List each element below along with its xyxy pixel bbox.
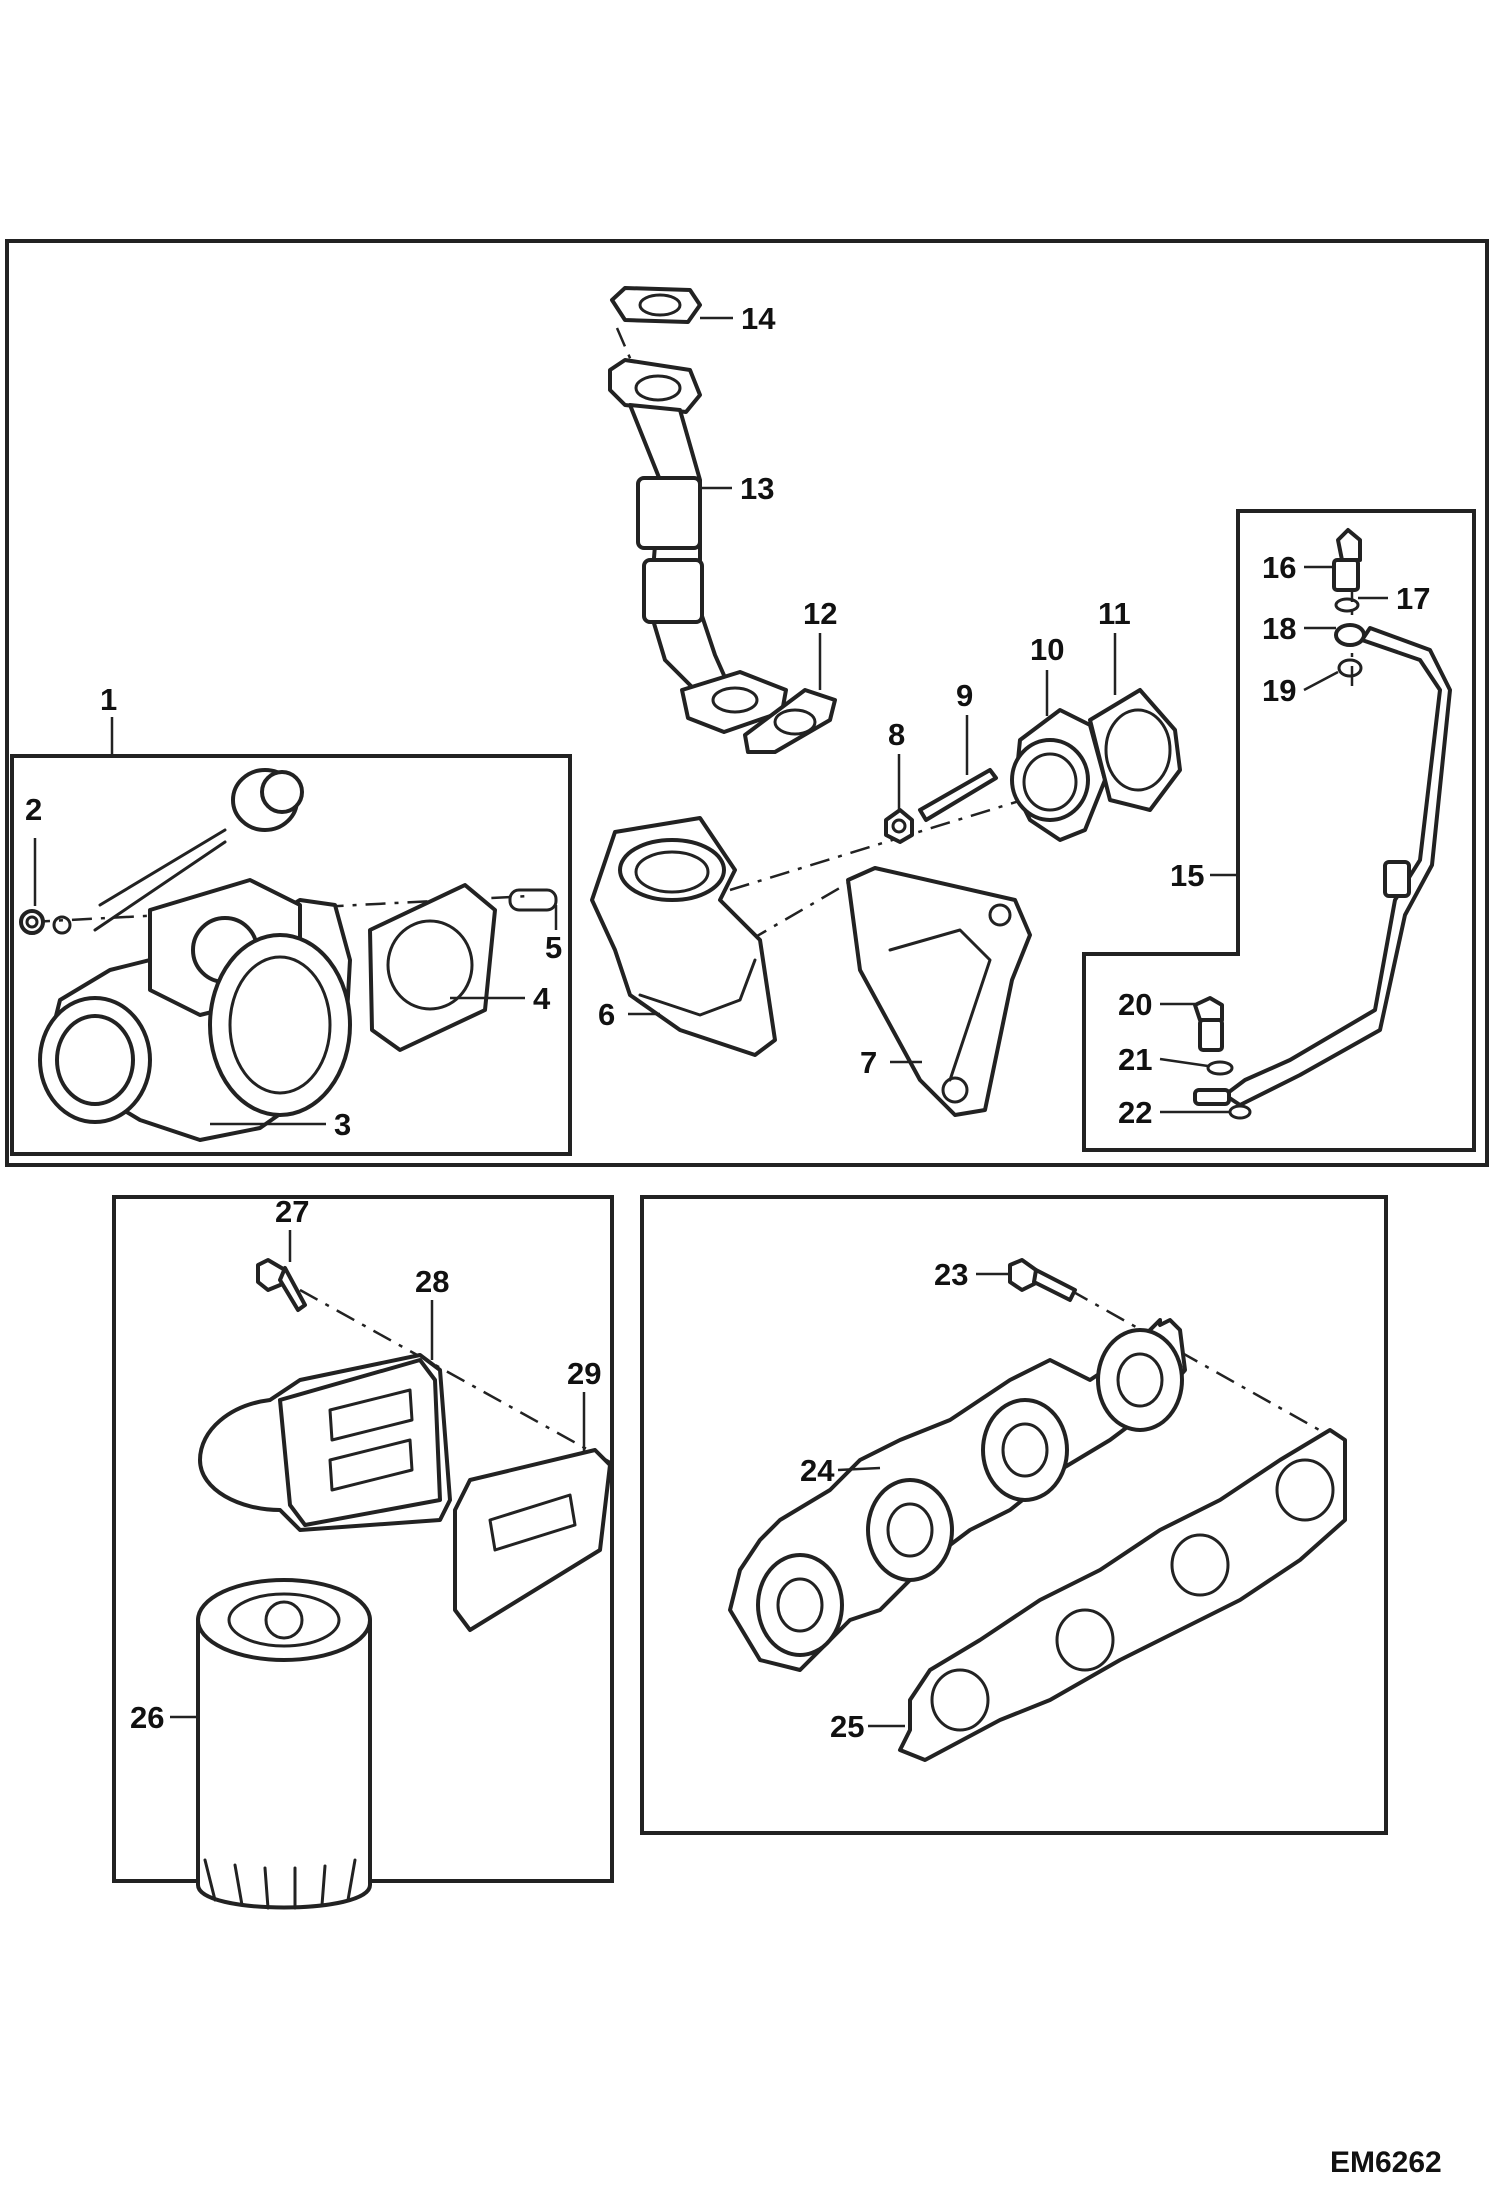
callout-26: 26 <box>130 1700 164 1735</box>
elbow-6 <box>590 816 777 1057</box>
callout-1: 1 <box>100 682 117 717</box>
leader-lines <box>33 316 1388 1728</box>
callout-7: 7 <box>860 1045 877 1080</box>
callout-13: 13 <box>740 471 774 506</box>
callout-17: 17 <box>1396 581 1430 616</box>
main-frame <box>5 239 1489 1167</box>
callout-19: 19 <box>1262 673 1296 708</box>
callout-4: 4 <box>533 981 551 1016</box>
turbocharger-box <box>10 754 572 1156</box>
callout-8: 8 <box>888 717 905 752</box>
flange-group <box>884 688 1182 844</box>
callout-20: 20 <box>1118 987 1152 1022</box>
bracket-7 <box>846 866 1032 1117</box>
callout-22: 22 <box>1118 1095 1152 1130</box>
frames <box>5 239 1489 1883</box>
callout-3: 3 <box>334 1107 351 1142</box>
callout-labels: 1 2 3 4 5 6 7 8 9 10 11 12 13 14 15 16 1… <box>25 301 1430 1744</box>
manifold-box <box>640 1195 1388 1835</box>
callout-15: 15 <box>1170 858 1204 893</box>
callout-9: 9 <box>956 678 973 713</box>
turbocharger-group <box>19 768 558 1142</box>
callout-10: 10 <box>1030 632 1064 667</box>
callout-24: 24 <box>800 1453 835 1488</box>
callout-21: 21 <box>1118 1042 1152 1077</box>
callout-29: 29 <box>567 1356 601 1391</box>
figure-code: EM6262 <box>1330 2146 1442 2179</box>
callout-5: 5 <box>545 930 562 965</box>
callout-16: 16 <box>1262 550 1296 585</box>
callout-25: 25 <box>830 1709 864 1744</box>
callout-27: 27 <box>275 1194 309 1229</box>
callout-11: 11 <box>1098 596 1131 631</box>
oil-feed-group <box>1193 528 1452 1120</box>
oil-filter-group <box>196 1258 612 1910</box>
oil-pipe-group <box>608 286 837 754</box>
callout-12: 12 <box>803 596 837 631</box>
oil-line-box <box>1082 509 1476 1152</box>
callout-6: 6 <box>598 997 615 1032</box>
callout-2: 2 <box>25 792 42 827</box>
callout-14: 14 <box>741 301 776 336</box>
callout-28: 28 <box>415 1264 449 1299</box>
callout-18: 18 <box>1262 611 1296 646</box>
manifold-group <box>728 1258 1347 1762</box>
callout-23: 23 <box>934 1257 968 1292</box>
